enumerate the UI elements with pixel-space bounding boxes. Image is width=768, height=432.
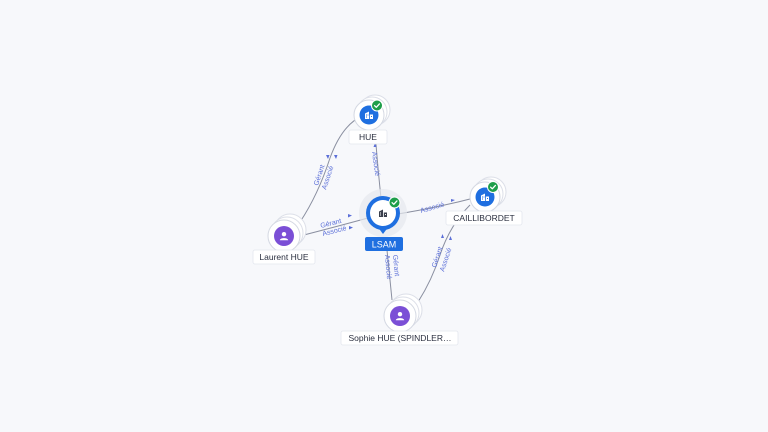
- node-sophie-hue[interactable]: Sophie HUE (SPINDLER…: [340, 293, 459, 346]
- node-lsam-center[interactable]: LSAM: [359, 189, 407, 251]
- edge-label: Associé: [370, 151, 380, 176]
- edge-arrow: [334, 155, 338, 159]
- edge-label: Gérant: [320, 218, 343, 230]
- node-label: Sophie HUE (SPINDLER…: [349, 333, 452, 343]
- edge-arrow: [449, 236, 452, 240]
- edge-label: Associé: [420, 201, 446, 215]
- node-label: Laurent HUE: [259, 252, 308, 262]
- edge-sophie-caillibordet: Gérant Associé: [417, 204, 471, 303]
- verified-badge: [388, 196, 401, 209]
- edge-arrow: [348, 214, 352, 218]
- edge-arrow: [441, 234, 444, 238]
- edge-arrow: [451, 199, 455, 202]
- center-label: LSAM: [372, 240, 397, 250]
- edge-arrow: [373, 143, 377, 147]
- node-label: CAILLIBORDET: [453, 213, 514, 223]
- node-laurent-hue[interactable]: Laurent HUE: [252, 213, 316, 265]
- edge-laurent-lsam: Gérant Associé: [299, 214, 369, 238]
- center-label-bg: [365, 237, 403, 251]
- edge-label: Gérant: [391, 255, 400, 277]
- edge-label: Associé: [383, 255, 392, 280]
- center-pin-tip: [377, 226, 389, 234]
- node-hue[interactable]: HUE: [348, 94, 391, 145]
- verified-badge: [371, 99, 383, 112]
- node-label: HUE: [359, 132, 377, 142]
- verified-badge: [487, 181, 499, 193]
- edge-arrow: [326, 155, 330, 159]
- edge-arrow: [349, 226, 353, 230]
- node-caillibordet[interactable]: CAILLIBORDET: [445, 176, 523, 226]
